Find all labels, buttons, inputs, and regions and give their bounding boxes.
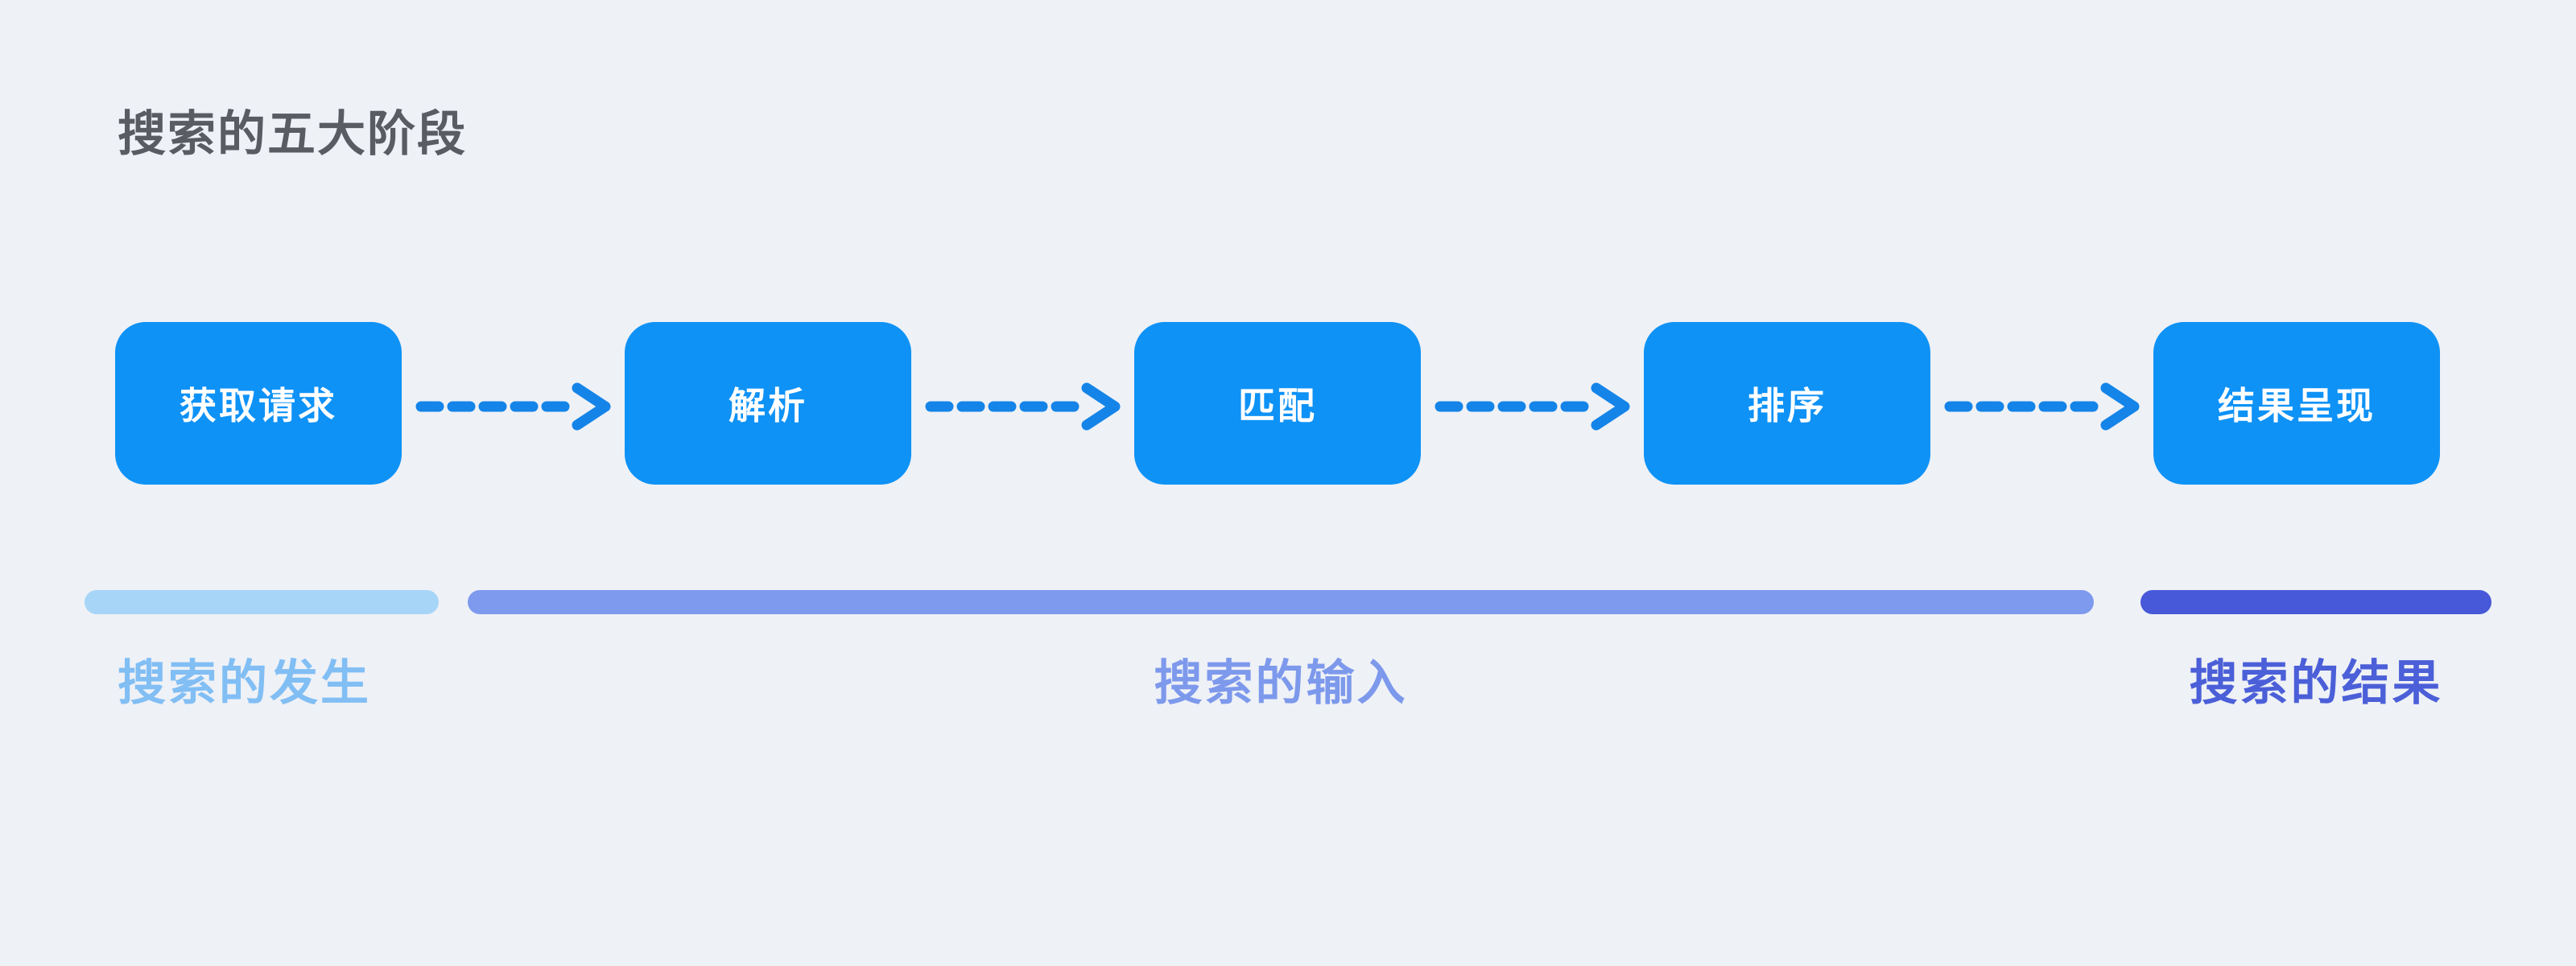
stage-box-label: 排序 [1748,384,1827,427]
stage-box-parse: 解析 [625,322,911,485]
stage-box-label: 解析 [729,384,807,427]
stage-box-sort: 排序 [1644,322,1930,485]
phase-bar-search-input [468,590,2094,614]
stage-box-label: 获取请求 [180,384,337,427]
phase-label-search-occurrence: 搜索的发生 [118,655,371,712]
stage-box-match: 匹配 [1134,322,1421,485]
phase-label-search-input: 搜索的输入 [1154,655,1408,712]
stage-box-label: 匹配 [1238,384,1317,427]
dashed-arrow-icon [1432,378,1633,435]
stage-box-present-results: 结果呈现 [2153,322,2440,485]
phase-bar-search-result [2140,590,2491,614]
stage-box-label: 结果呈现 [2218,384,2376,427]
page-title: 搜索的五大阶段 [118,106,467,163]
dashed-arrow-icon [1942,378,2143,435]
phase-label-search-result: 搜索的结果 [2189,655,2443,712]
dashed-arrow-icon [413,378,614,435]
phase-bar-search-occurrence [85,590,439,614]
stage-box-acquire-request: 获取请求 [115,322,402,485]
dashed-arrow-icon [923,378,1124,435]
